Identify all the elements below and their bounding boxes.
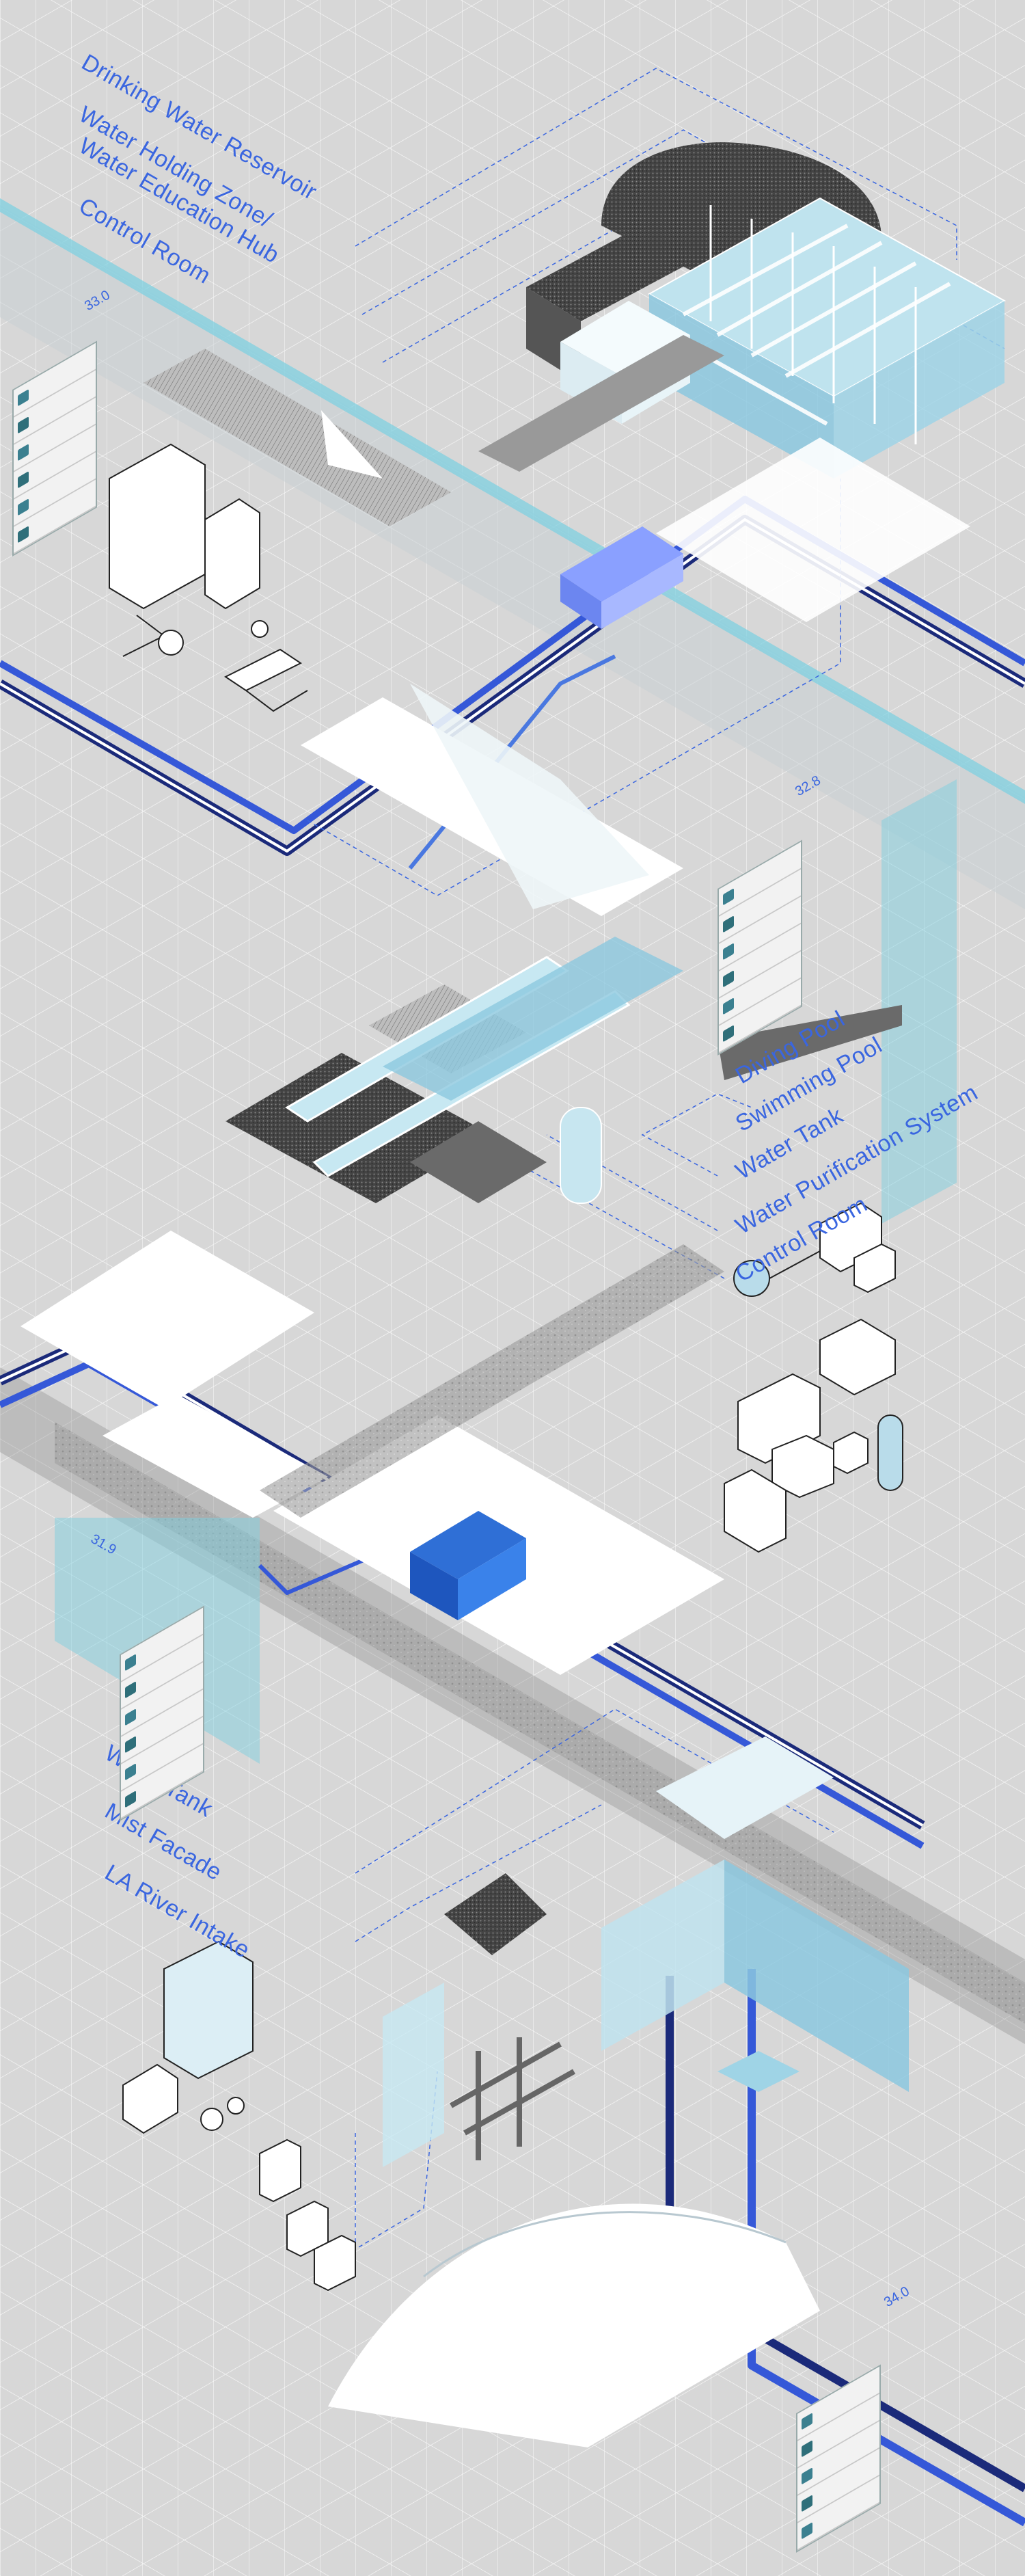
panel-icon (125, 1763, 136, 1781)
panel-icon (18, 444, 29, 461)
panel-icon (802, 2522, 812, 2540)
panel-icon (723, 970, 734, 988)
panel-icon (125, 1681, 136, 1699)
panel-icon (18, 526, 29, 544)
panel-icon (723, 943, 734, 961)
reservoir-schematic (109, 443, 308, 712)
panel-icon (18, 416, 29, 434)
panel-icon (723, 915, 734, 933)
intake-schematic (122, 1940, 356, 2292)
panel-icon (802, 2413, 812, 2430)
panel-icon (723, 888, 734, 906)
mist-facade-module (328, 1736, 909, 2447)
reservoir-module (144, 142, 1007, 916)
pool-module (20, 937, 902, 1675)
panel-icon (18, 471, 29, 489)
panel-icon (125, 1736, 136, 1754)
panel-icon (125, 1708, 136, 1726)
panel-icon (802, 2440, 812, 2458)
panel-icon (18, 498, 29, 516)
panel-icon (723, 1025, 734, 1043)
panel-icon (125, 1790, 136, 1808)
panel-icon (723, 997, 734, 1015)
panel-icon (125, 1654, 136, 1672)
purification-schematic (724, 1202, 903, 1553)
panel-icon (18, 389, 29, 407)
panel-icon (802, 2495, 812, 2512)
panel-icon (802, 2467, 812, 2485)
